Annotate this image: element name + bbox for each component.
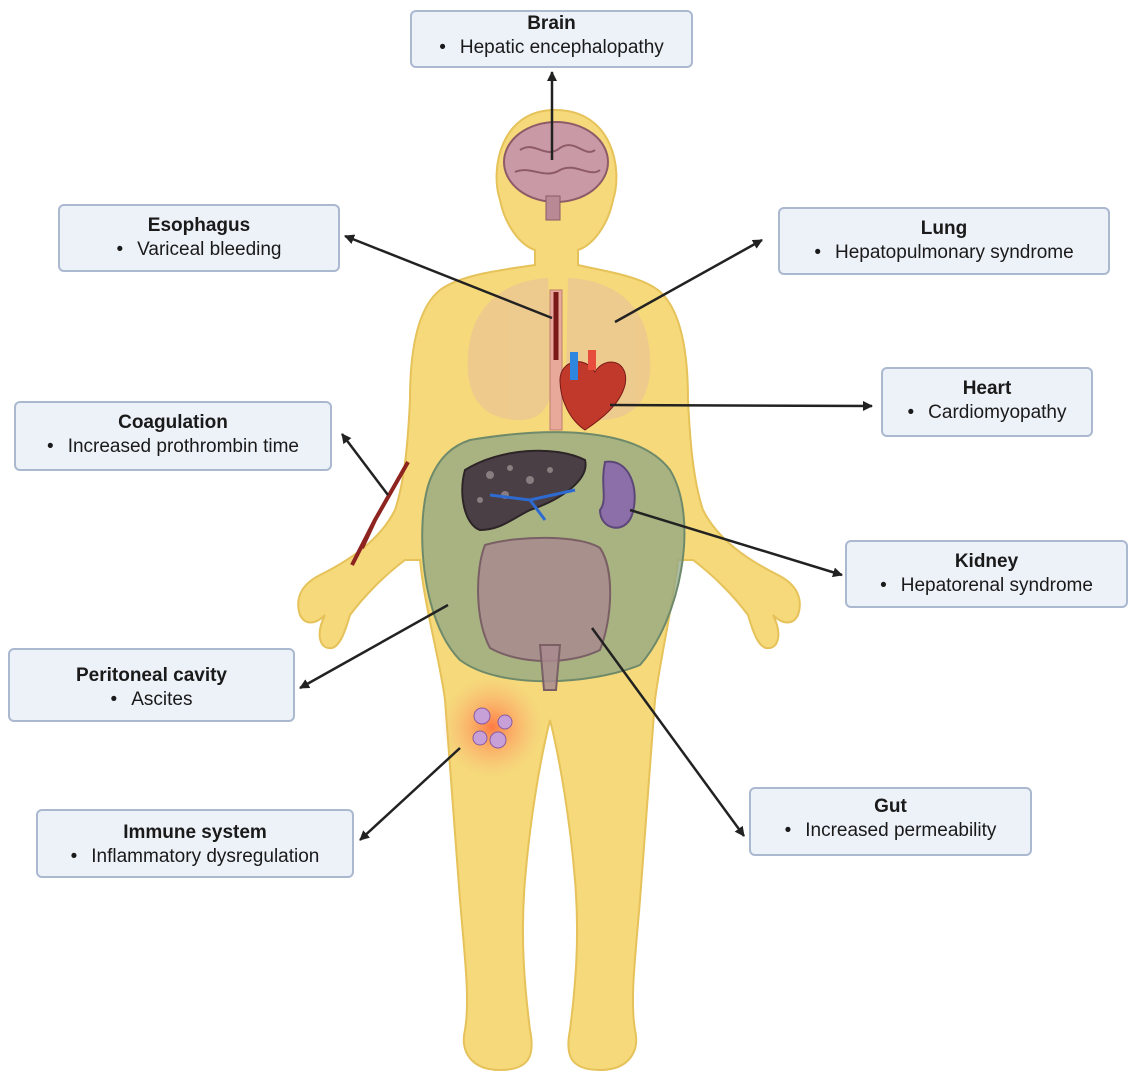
arrow-lung [614,238,763,324]
arrow-coagulation [341,433,389,496]
arrow-gut [590,627,746,837]
kidney-title: Kidney [954,551,1019,572]
connector-arrows [299,71,873,841]
arrow-kidney [629,508,843,578]
kidney-label-box: Kidney Hepatorenal syndrome [845,540,1128,608]
brain-shape [503,121,609,221]
heart-title: Heart [962,378,1012,399]
gut-item: Increased permeability [751,819,1030,843]
arrow-peritoneal [299,603,449,690]
coagulation-item: Increased prothrombin time [16,435,330,459]
kidney-shape [598,460,636,529]
arrow-immune [359,747,461,841]
heart-item: Cardiomyopathy [883,401,1091,425]
gut-title: Gut [874,796,907,817]
esophagus-label-box: Esophagus Variceal bleeding [58,204,340,272]
coagulation-title: Coagulation [118,412,228,433]
esophagus-title: Esophagus [147,215,251,236]
brain-title: Brain [527,13,576,34]
kidney-item: Hepatorenal syndrome [847,574,1126,598]
arrow-esophagus [344,234,553,320]
coagulation-label-box: Coagulation Increased prothrombin time [14,401,332,471]
immune-cells-shape [442,677,542,777]
peritoneal-label-box: Peritoneal cavity Ascites [8,648,295,722]
liver-shape [461,449,587,532]
brain-item: Hepatic encephalopathy [412,36,691,60]
immune-title: Immune system [123,822,267,843]
brain-label-box: Brain Hepatic encephalopathy [410,10,693,68]
esophagus-item: Variceal bleeding [60,238,338,262]
peritoneal-item: Ascites [10,688,293,712]
immune-item: Inflammatory dysregulation [38,845,352,869]
gut-label-box: Gut Increased permeability [749,787,1032,856]
lung-title: Lung [920,218,968,239]
heart-label-box: Heart Cardiomyopathy [881,367,1093,437]
lung-item: Hepatopulmonary syndrome [780,241,1108,265]
arrow-heart [609,400,873,411]
lung-label-box: Lung Hepatopulmonary syndrome [778,207,1110,275]
immune-label-box: Immune system Inflammatory dysregulation [36,809,354,878]
peritoneal-title: Peritoneal cavity [75,665,228,686]
blood-vessel-shape [350,461,410,566]
intestines-shape [477,536,612,691]
heart-shape [559,350,627,431]
